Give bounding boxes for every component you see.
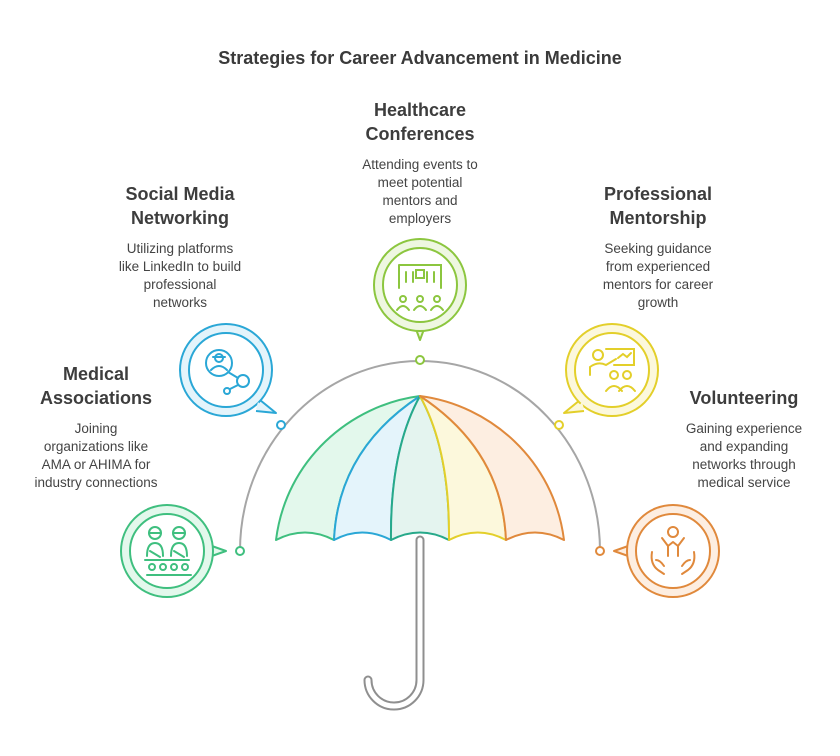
connector-dot-conferences [415,355,425,365]
canopy-segment-orange [419,395,565,541]
heading-volunteering: Volunteering [689,388,799,408]
heading-social-media-networking: Social Media Networking [125,184,235,228]
connector-dot-volunteering [595,546,605,556]
group-meeting-icon [144,526,192,576]
conference-icon [396,264,444,311]
umbrella-handle [363,535,425,711]
label-medical-associations: Medical Associations Joining organizatio… [18,362,174,492]
description-healthcare-conferences: Attending events to meet potential mento… [362,157,478,226]
bubble-volunteering [613,504,720,598]
heading-medical-associations: Medical Associations [39,364,153,408]
connector-dot-medical [235,546,245,556]
volunteer-hands-icon [650,526,696,575]
connector-dot-social [276,420,286,430]
heading-professional-mentorship: Professional Mentorship [603,184,713,228]
umbrella-handle-inner [365,537,423,709]
description-volunteering: Gaining experience and expanding network… [685,421,803,490]
label-volunteering: Volunteering Gaining experience and expa… [664,386,824,492]
description-professional-mentorship: Seeking guidance from experienced mentor… [602,241,714,310]
label-professional-mentorship: Professional Mentorship Seeking guidance… [566,182,750,312]
description-social-media-networking: Utilizing platforms like LinkedIn to bui… [118,241,242,310]
network-user-icon [205,349,250,395]
bubble-social-media-networking [179,323,277,417]
bubble-healthcare-conferences [373,238,467,341]
mentor-presentation-icon [589,348,636,392]
bubble-medical-associations [120,504,227,598]
page-title: Strategies for Career Advancement in Med… [218,48,622,68]
label-healthcare-conferences: Healthcare Conferences Attending events … [330,98,510,228]
description-medical-associations: Joining organizations like AMA or AHIMA … [34,421,158,490]
connector-dot-mentorship [554,420,564,430]
heading-healthcare-conferences: Healthcare Conferences [365,100,475,144]
bubble-professional-mentorship [563,323,659,417]
umbrella-canopy [275,395,565,541]
label-social-media-networking: Social Media Networking Utilizing platfo… [90,182,270,312]
